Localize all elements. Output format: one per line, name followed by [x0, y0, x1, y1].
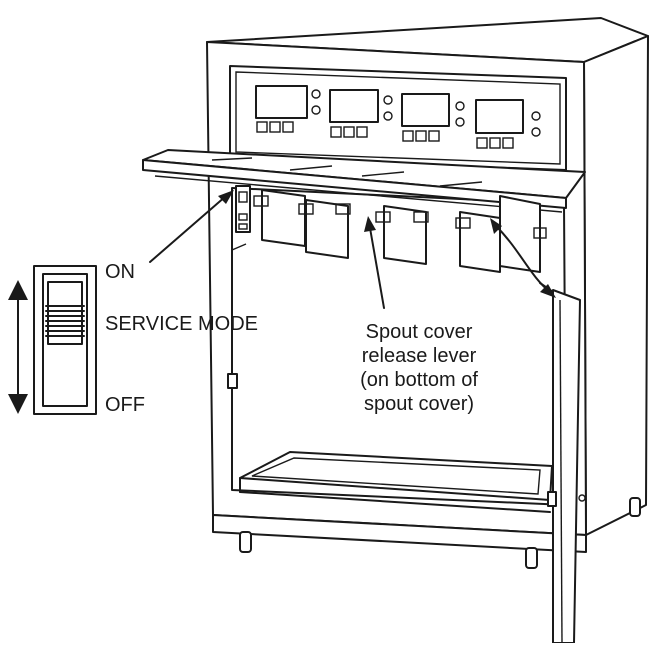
callout-line-1: Spout cover — [365, 321, 473, 343]
pointer-door-arc — [490, 218, 556, 298]
spout-4 — [455, 211, 501, 273]
spout-cover — [142, 149, 586, 213]
cabinet-base — [212, 497, 641, 569]
spout-5 — [499, 195, 547, 273]
display-1 — [255, 85, 321, 133]
control-panel — [229, 65, 567, 171]
display-3 — [401, 93, 465, 142]
callout-line-3: (on bottom of — [360, 369, 478, 391]
spout-2 — [298, 199, 351, 259]
switch-mode-label: SERVICE MODE — [105, 313, 258, 335]
spout-1 — [253, 189, 306, 247]
switch-illustration — [8, 265, 97, 415]
spout-cover-callout: Spout cover release lever (on bottom of … — [330, 320, 508, 416]
display-4 — [475, 99, 541, 149]
spout-3 — [375, 205, 429, 265]
display-2 — [329, 89, 393, 138]
machine-switch — [235, 185, 251, 233]
pointer-on — [149, 190, 234, 263]
spouts — [253, 189, 547, 273]
switch-off-label: OFF — [105, 394, 145, 416]
pointer-lever — [364, 216, 385, 309]
switch-on-label: ON — [105, 261, 135, 283]
callout-line-2: release lever — [361, 345, 477, 367]
callout-line-4: spout cover) — [363, 393, 475, 415]
